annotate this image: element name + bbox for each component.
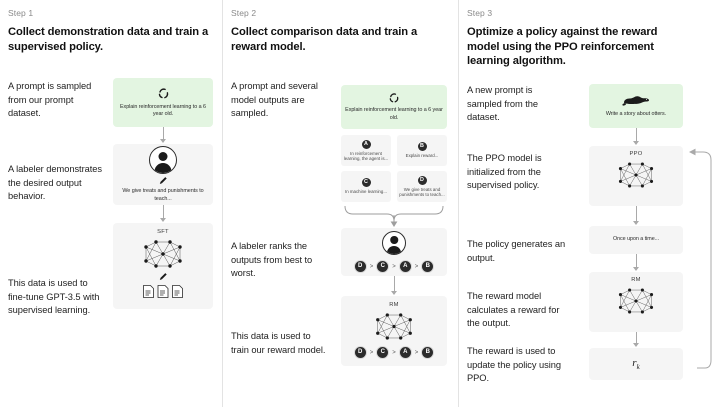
otter-icon [621,94,651,107]
rank-chip-3: A [398,260,412,273]
step-2-output-d[interactable]: D We give treats and punishments to teac… [397,171,447,202]
reward-symbol: r [632,356,637,369]
documents-icon [142,284,184,299]
rm-rank-chip-1: D [353,346,367,359]
neural-network-icon [140,237,186,271]
step-3-prompt-box[interactable]: Write a story about otters. [589,84,683,128]
neural-network-icon [615,159,657,191]
step-1-blurb-2: A labeler demonstrates the desired outpu… [8,164,102,202]
person-icon [382,231,406,255]
rank-sep-1: > [369,263,374,270]
reward-formula: rk [632,357,639,371]
recycle-icon [157,87,170,100]
step-3-output-box[interactable]: Once upon a time... [589,226,683,254]
rank-sep-3: > [414,263,419,270]
step-2-prompt-caption: Explain reinforcement learning to a 6 ye… [345,107,443,121]
output-badge-d: D [417,175,427,185]
step-1-blurb-3: This data is used to fine-tune GPT-3.5 w… [8,278,100,316]
update-loop-arrow [683,140,715,372]
step-2-rm-title: RM [389,302,399,308]
step-2-blurb-3: This data is used to train our reward mo… [231,331,326,355]
step-2-prompt-box[interactable]: Explain reinforcement learning to a 6 ye… [341,85,447,129]
step-3-rm-box[interactable]: RM [589,272,683,332]
step-1-column: Step 1 Collect demonstration data and tr… [0,0,222,407]
step-1-blurb-1: A prompt is sampled from our prompt data… [8,81,92,119]
step-2-column: Step 2 Collect comparison data and train… [223,0,458,407]
step-3-blurb-2: The PPO model is initialized from the su… [467,153,542,191]
output-badge-b: B [417,142,427,152]
rm-rank-chip-3: A [398,346,412,359]
step-3-ppo-title: PPO [629,151,643,157]
column-divider-1 [222,0,223,407]
step-3-prompt-caption: Write a story about otters. [605,110,667,117]
step-3-column: Step 3 Optimize a policy against the rew… [459,0,720,407]
step-2-output-c[interactable]: C In machine learning... [341,171,391,202]
step-3-blurb-5: The reward is used to update the policy … [467,346,561,384]
step-2-rm-box[interactable]: RM [341,296,447,366]
rank-sep-2: > [392,263,396,270]
step-2-brace [341,202,447,228]
step-3-ppo-box[interactable]: PPO [589,146,683,206]
reward-subscript: k [636,363,640,372]
column-divider-2 [458,0,459,407]
rank-chip-4: B [421,260,435,273]
step-3-output-caption: Once upon a time... [612,236,660,243]
step-1-label: Step 1 [8,8,34,18]
person-icon [149,146,177,175]
step-2-output-a[interactable]: A In reinforcement learning, the agent i… [341,135,391,166]
step-1-prompt-box[interactable]: Explain reinforcement learning to a 6 ye… [113,78,213,127]
step-2-ranking-row: D > C > A > B [353,260,435,273]
step-2-rm-ranking-row: D > C > A > B [353,346,435,359]
step-2-output-b[interactable]: B Explain reward... [397,135,447,166]
step-1-prompt-caption: Explain reinforcement learning to a 6 ye… [120,103,206,117]
rm-rank-chip-2: C [376,346,390,359]
output-badge-c: C [361,178,371,188]
step-1-labeler-caption: We give treats and punishments to teach.… [122,188,204,202]
step-2-title: Collect comparison data and train a rewa… [231,26,418,53]
output-caption-d: We give treats and punishments to teach.… [399,186,445,197]
rm-rank-sep-2: > [392,349,396,356]
step-3-blurb-1: A new prompt is sampled from the dataset… [467,85,539,123]
rank-chip-2: C [376,260,390,273]
neural-network-icon [615,285,657,317]
step-1-title: Collect demonstration data and train a s… [8,26,209,53]
step-3-label: Step 3 [467,8,493,18]
step-3-blurb-3: The policy generates an output. [467,239,566,263]
output-badge-a: A [361,139,371,149]
step-3-title: Optimize a policy against the reward mod… [467,26,658,67]
step-3-reward-box[interactable]: rk [589,348,683,380]
step-1-labeler-box[interactable]: We give treats and punishments to teach.… [113,144,213,205]
output-caption-c: In machine learning... [345,189,387,195]
rm-rank-sep-1: > [369,349,374,356]
neural-network-icon [372,310,416,343]
step-2-ranker-box[interactable]: D > C > A > B [341,228,447,276]
step-3-rm-title: RM [631,277,641,283]
step-2-blurb-2: A labeler ranks the outputs from best to… [231,241,313,279]
rank-chip-1: D [353,260,367,273]
pencil-icon [158,272,168,282]
pencil-icon [158,176,168,186]
recycle-icon [388,92,400,104]
rm-rank-sep-3: > [414,349,419,356]
step-2-output-grid: A In reinforcement learning, the agent i… [341,135,447,202]
step-1-sft-box[interactable]: SFT [113,223,213,309]
step-2-label: Step 2 [231,8,257,18]
step-2-blurb-1: A prompt and several model outputs are s… [231,81,318,119]
step-1-sft-title: SFT [157,229,169,235]
step-3-blurb-4: The reward model calculates a reward for… [467,291,560,329]
rm-rank-chip-4: B [421,346,435,359]
output-caption-b: Explain reward... [405,153,439,159]
output-caption-a: In reinforcement learning, the agent is.… [343,150,389,161]
